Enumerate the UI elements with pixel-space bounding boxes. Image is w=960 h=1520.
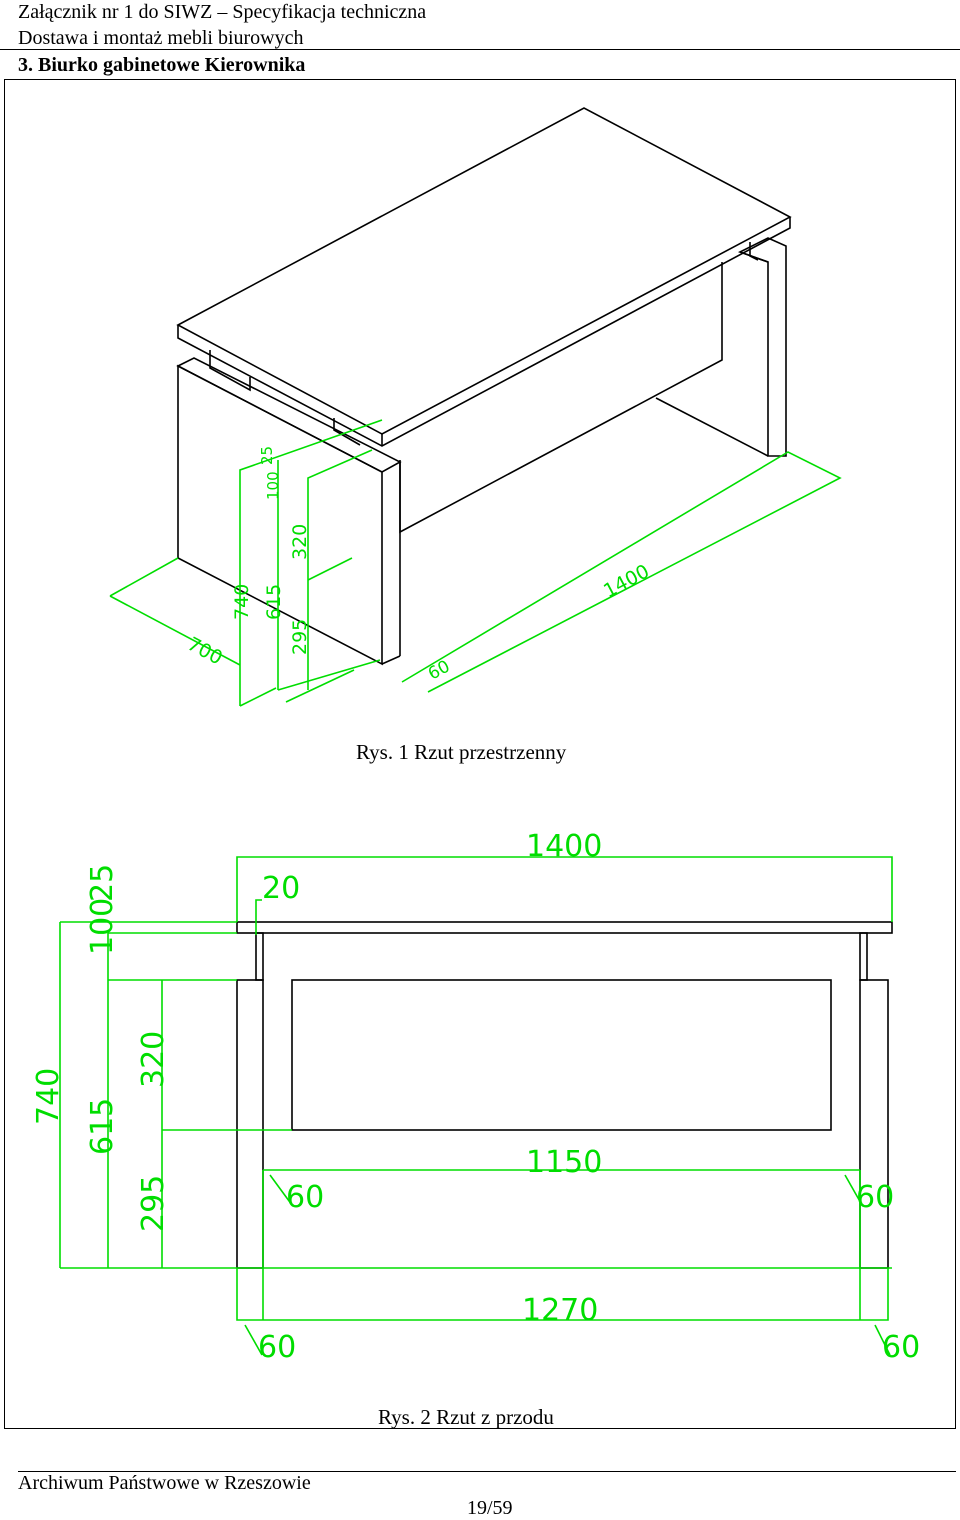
- iso-dim-width: 1400: [600, 560, 653, 602]
- iso-dim-depth: 700: [184, 633, 226, 669]
- iso-dim-740: 740: [231, 584, 253, 620]
- isometric-desk-drawing: 700 1400 60 740 615 295 320 100 25: [109, 107, 842, 707]
- section-title: 3. Biurko gabinetowe Kierownika: [18, 54, 306, 76]
- footer-rule: [18, 1471, 956, 1472]
- figure2-caption: Rys. 2 Rzut z przodu: [378, 1405, 554, 1429]
- front-dim-295: 295: [136, 1175, 171, 1232]
- front-dim-overhang: 20: [262, 871, 300, 906]
- front-dim-top-width: 1400: [526, 829, 602, 864]
- header-line-2: Dostawa i montaż mebli biurowych: [18, 27, 304, 49]
- front-dim-left-60b: 60: [258, 1330, 296, 1365]
- front-dim-100: 100: [85, 898, 120, 955]
- header-line-1: Załącznik nr 1 do SIWZ – Specyfikacja te…: [18, 1, 427, 23]
- iso-dim-615: 615: [263, 584, 285, 620]
- figure1-caption: Rys. 1 Rzut przestrzenny: [356, 740, 567, 764]
- iso-dim-25: 25: [258, 446, 276, 465]
- front-dim-615: 615: [85, 1098, 120, 1155]
- front-dim-modesty-width: 1150: [526, 1145, 602, 1180]
- front-dim-320: 320: [136, 1031, 171, 1088]
- footer-archive: Archiwum Państwowe w Rzeszowie: [18, 1472, 311, 1494]
- header-rule: [0, 49, 960, 50]
- front-dim-25: 25: [85, 864, 120, 902]
- front-dim-left-60a: 60: [286, 1180, 324, 1215]
- front-dim-right-60a: 60: [856, 1180, 894, 1215]
- front-dim-740: 740: [31, 1068, 66, 1125]
- page-number: 19/59: [467, 1497, 513, 1519]
- front-view-drawing: 1400 20 25 100 740 615 320 295 1150 60 6…: [31, 829, 920, 1365]
- iso-dim-320: 320: [289, 524, 311, 560]
- iso-dim-295: 295: [289, 619, 311, 655]
- drawing-frame: [4, 79, 956, 1429]
- front-dim-right-60b: 60: [882, 1330, 920, 1365]
- iso-dim-100: 100: [264, 471, 282, 500]
- front-dim-base-width: 1270: [522, 1293, 598, 1328]
